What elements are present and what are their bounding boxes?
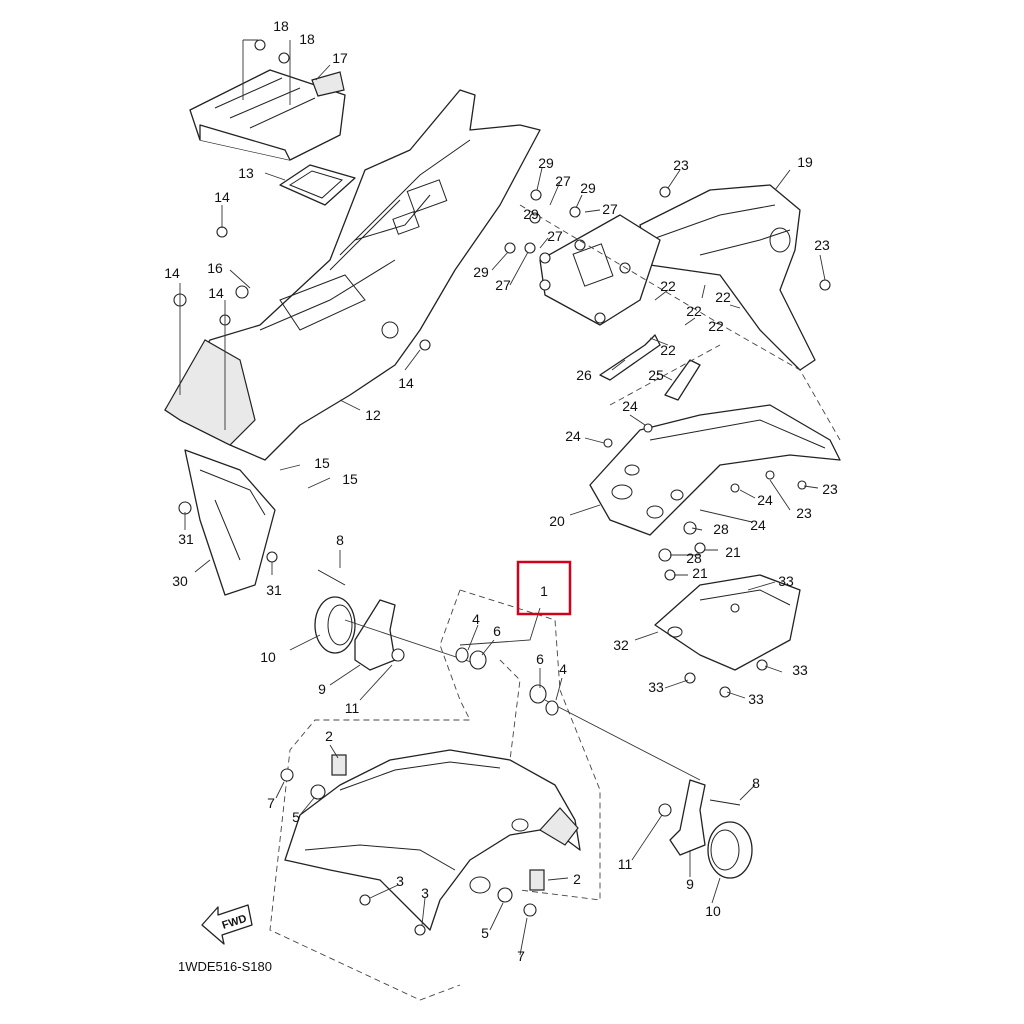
callout-5: 5: [481, 925, 489, 941]
fasteners: [173, 39, 831, 698]
callout-32: 32: [613, 637, 629, 653]
callout-31: 31: [266, 582, 282, 598]
callout-22: 22: [715, 289, 731, 305]
fwd-arrow-icon: FWD: [201, 904, 253, 945]
callout-labels: 1 2 2 3 3 4 4 5 5 6 6 7 7 8 8 9 9 10 10 …: [164, 18, 838, 964]
callout-33: 33: [748, 691, 764, 707]
callout-33: 33: [648, 679, 664, 695]
callout-14: 14: [208, 285, 224, 301]
callout-24: 24: [757, 492, 773, 508]
callout-29: 29: [473, 264, 489, 280]
callout-18: 18: [273, 18, 289, 34]
callout-29: 29: [538, 155, 554, 171]
callout-20: 20: [549, 513, 565, 529]
rear-fender-12: [164, 89, 541, 461]
front-fender-1: [284, 749, 581, 931]
callout-8: 8: [752, 775, 760, 791]
callout-27: 27: [555, 173, 571, 189]
callout-8: 8: [336, 532, 344, 548]
callout-22: 22: [660, 278, 676, 294]
callout-22: 22: [660, 342, 676, 358]
callout-7: 7: [517, 948, 525, 964]
bolt-8-left: [317, 569, 346, 586]
seal-13: [279, 164, 356, 206]
bracket-20: [589, 404, 841, 536]
callout-28: 28: [686, 550, 702, 566]
callout-17: 17: [332, 50, 348, 66]
callout-9: 9: [686, 876, 694, 892]
callout-26: 26: [576, 367, 592, 383]
reflector-10-right: [707, 821, 753, 879]
callout-6: 6: [536, 651, 544, 667]
callout-19: 19: [797, 154, 813, 170]
callout-24: 24: [622, 398, 638, 414]
callout-27: 27: [547, 228, 563, 244]
callout-10: 10: [260, 649, 276, 665]
callout-23: 23: [796, 505, 812, 521]
callout-14: 14: [214, 189, 230, 205]
callout-16: 16: [207, 260, 223, 276]
callout-25: 25: [648, 367, 664, 383]
callout-21: 21: [692, 565, 708, 581]
callout-22: 22: [686, 303, 702, 319]
callout-15: 15: [314, 455, 330, 471]
callout-4: 4: [559, 661, 567, 677]
callout-27: 27: [602, 201, 618, 217]
bracket-32: [654, 574, 801, 671]
callout-11: 11: [618, 856, 633, 872]
callout-9: 9: [318, 681, 326, 697]
callout-24: 24: [750, 517, 766, 533]
stay-26: [599, 334, 661, 381]
bolt-8-right: [709, 799, 741, 806]
callout-3: 3: [396, 873, 404, 889]
callout-14: 14: [164, 265, 180, 281]
callout-28: 28: [713, 521, 729, 537]
callout-23: 23: [814, 237, 830, 253]
mud-flap-30: [184, 449, 276, 596]
callout-14: 14: [398, 375, 414, 391]
callout-31: 31: [178, 531, 194, 547]
callout-15: 15: [342, 471, 358, 487]
battery-box-17: [189, 69, 346, 161]
callout-27: 27: [495, 277, 511, 293]
callout-21: 21: [725, 544, 741, 560]
callout-33: 33: [792, 662, 808, 678]
tail-cover-19: [639, 184, 816, 371]
callout-2: 2: [573, 871, 581, 887]
callout-23: 23: [673, 157, 689, 173]
bracket-9-right: [669, 779, 706, 856]
callout-29: 29: [580, 180, 596, 196]
leader-lines: [179, 39, 826, 956]
callout-22: 22: [708, 318, 724, 334]
callout-29: 29: [523, 206, 539, 222]
callout-7: 7: [267, 795, 275, 811]
callout-6: 6: [493, 623, 501, 639]
callout-1: 1: [540, 583, 548, 599]
callout-12: 12: [365, 407, 381, 423]
callout-23: 23: [822, 481, 838, 497]
callout-11: 11: [345, 700, 360, 716]
stay-25: [664, 359, 701, 401]
callout-13: 13: [238, 165, 254, 181]
callout-33: 33: [778, 573, 794, 589]
callout-18: 18: [299, 31, 315, 47]
highlight-box: [516, 560, 572, 616]
callout-10: 10: [705, 903, 721, 919]
callout-30: 30: [172, 573, 188, 589]
callout-2: 2: [325, 728, 333, 744]
reflector-10-left: [314, 596, 356, 654]
small-parts: [280, 647, 672, 936]
reference-code: 1WDE516-S180: [178, 959, 272, 974]
callout-3: 3: [421, 885, 429, 901]
bracket-9-left: [354, 599, 396, 671]
callout-24: 24: [565, 428, 581, 444]
callout-4: 4: [472, 611, 480, 627]
callout-5: 5: [292, 809, 300, 825]
